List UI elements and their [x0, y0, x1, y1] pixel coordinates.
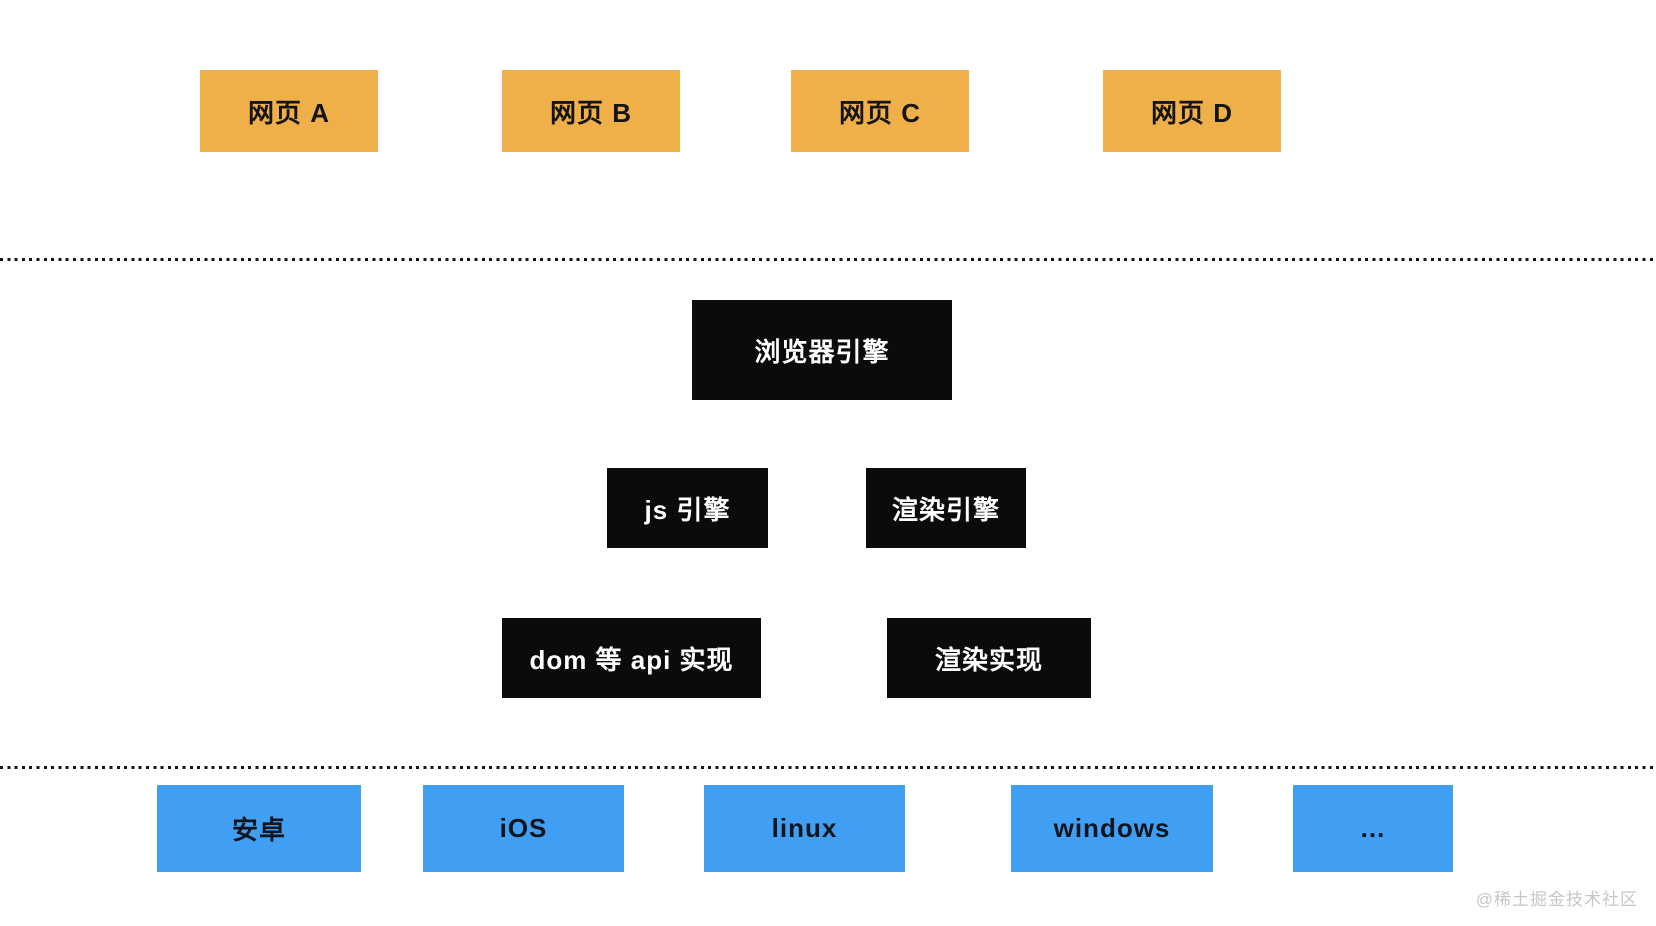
- webpage-c-box: 网页 C: [791, 70, 969, 152]
- platform-linux-box: linux: [704, 785, 905, 872]
- platform-windows-box: windows: [1011, 785, 1213, 872]
- webpage-b-box: 网页 B: [502, 70, 680, 152]
- js-engine-box: js 引擎: [607, 468, 768, 548]
- upper-dotted-divider: [0, 258, 1656, 261]
- platform-android-box: 安卓: [157, 785, 361, 872]
- platform-others-box: ...: [1293, 785, 1453, 872]
- lower-dotted-divider: [0, 766, 1656, 769]
- juejin-watermark: @稀土掘金技术社区: [1475, 890, 1638, 909]
- render-engine-box: 渲染引擎: [866, 468, 1026, 548]
- browser-engine-box: 浏览器引擎: [692, 300, 952, 400]
- platform-ios-box: iOS: [423, 785, 624, 872]
- webpage-d-box: 网页 D: [1103, 70, 1281, 152]
- webpage-a-box: 网页 A: [200, 70, 378, 152]
- render-implementation-box: 渲染实现: [887, 618, 1091, 698]
- dom-api-implementation-box: dom 等 api 实现: [502, 618, 761, 698]
